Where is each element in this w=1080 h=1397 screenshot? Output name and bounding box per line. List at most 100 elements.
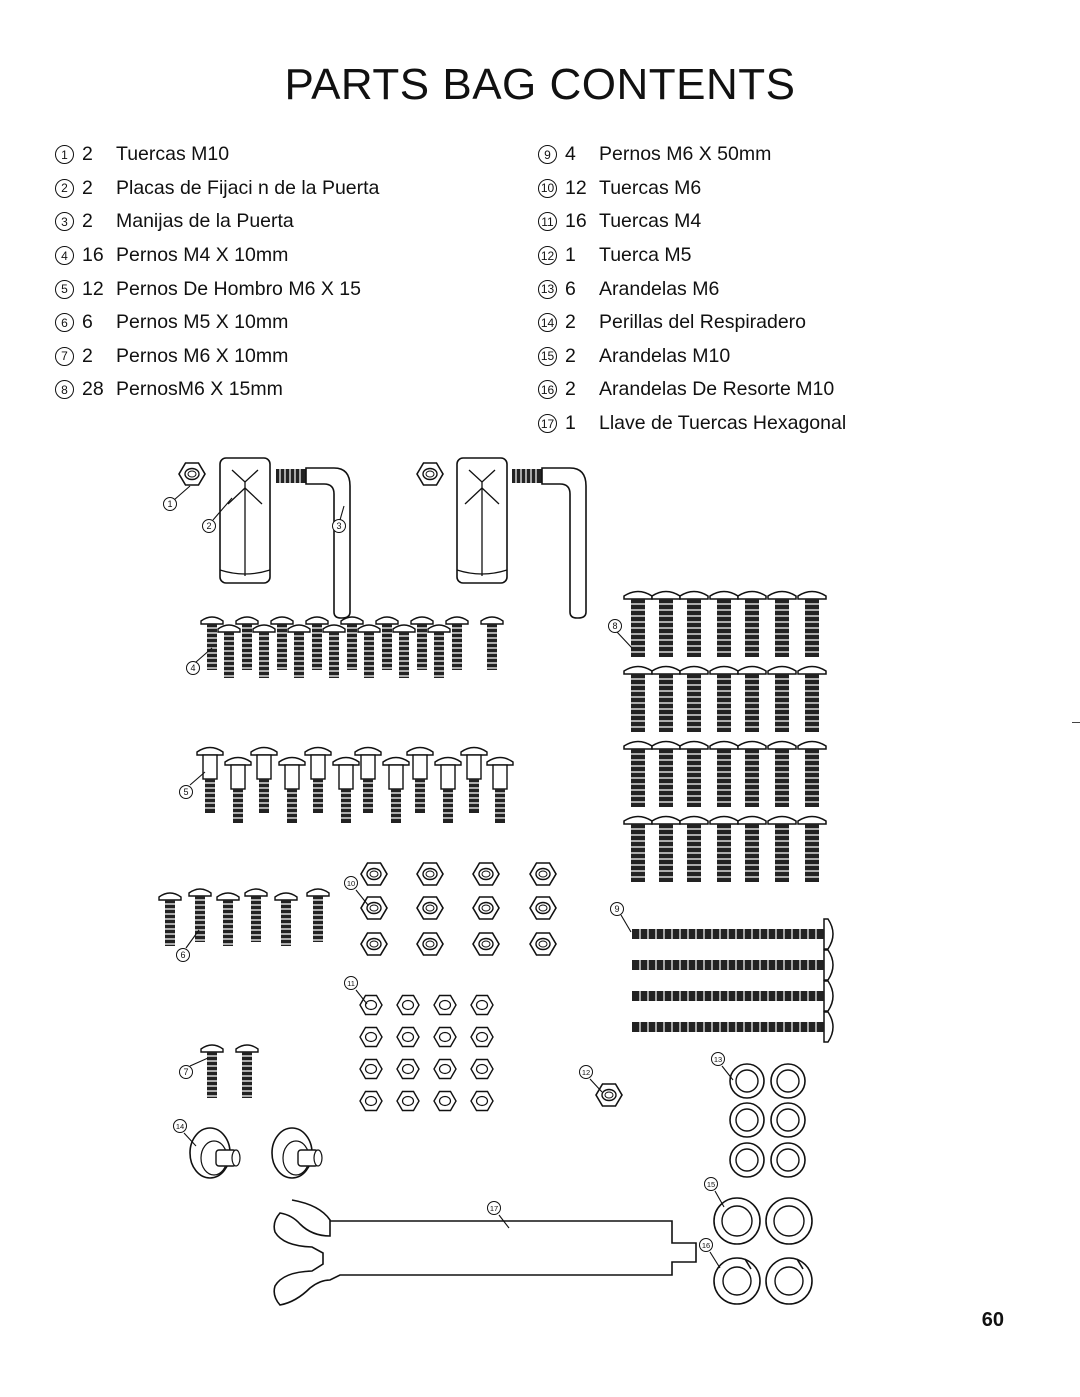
item-number-badge: 2 [55, 178, 74, 198]
callout-label: 8 [612, 621, 617, 631]
item-quantity: 2 [565, 344, 576, 367]
item-quantity: 2 [82, 210, 93, 233]
list-item: 13 6 Arandelas M6 [538, 272, 846, 306]
item-quantity: 2 [565, 378, 576, 401]
callout-label: 6 [180, 950, 185, 960]
item-number-badge: 8 [55, 380, 74, 400]
item-quantity: 2 [82, 143, 93, 166]
callout-11: 11 [344, 976, 358, 990]
list-item: 16 2 Arandelas De Resorte M10 [538, 373, 846, 407]
callout-label: 9 [614, 904, 619, 914]
item-name: PernosM6 X 15mm [116, 378, 283, 401]
callout-14: 14 [173, 1119, 187, 1133]
callout-label: 1 [167, 499, 172, 509]
item-quantity: 1 [565, 244, 576, 267]
callout-label: 4 [190, 663, 195, 673]
item-quantity: 4 [565, 143, 576, 166]
item-number-badge: 1 [55, 145, 74, 165]
edge-mark [1072, 722, 1080, 723]
item-name: Tuercas M4 [599, 210, 702, 233]
callout-label: 5 [183, 787, 188, 797]
callout-label: 2 [206, 521, 211, 531]
callout-label: 14 [176, 1122, 184, 1131]
item-number-badge: 10 [538, 178, 557, 198]
list-item: 17 1 Llave de Tuercas Hexagonal [538, 407, 846, 441]
item-number-badge: 12 [538, 246, 557, 266]
callout-7: 7 [179, 1065, 193, 1079]
list-item: 10 12 Tuercas M6 [538, 172, 846, 206]
item-number-badge: 9 [538, 145, 557, 165]
bolt-group-6 [158, 888, 330, 947]
item-number-badge: 7 [55, 346, 74, 366]
callout-6: 6 [176, 948, 190, 962]
callout-label: 11 [347, 979, 355, 988]
nut-group-10 [360, 862, 557, 956]
item-quantity: 6 [82, 311, 93, 334]
callout-1: 1 [163, 497, 177, 511]
callout-label: 12 [582, 1068, 590, 1077]
item-quantity: 6 [565, 277, 576, 300]
page-number: 60 [981, 1309, 1004, 1331]
item-name: Pernos De Hombro M6 X 15 [116, 277, 361, 300]
item-name: Tuercas M10 [116, 143, 230, 166]
callout-5: 5 [179, 785, 193, 799]
item-name: Pernos M4 X 10mm [116, 244, 289, 267]
bolt-group-4 [200, 616, 504, 679]
item-quantity: 2 [565, 311, 576, 334]
nut-group-11 [359, 994, 494, 1112]
item-name: Arandelas M6 [599, 277, 720, 300]
item-name: Pernos M5 X 10mm [116, 311, 289, 334]
page-title: PARTS BAG CONTENTS [284, 60, 796, 109]
item-number-badge: 11 [538, 212, 557, 232]
item-number-badge: 16 [538, 380, 557, 400]
parts-illustration: 1 2 3 4 5 6 7 8 9 10 11 12 13 14 15 16 1… [158, 457, 834, 1306]
item-quantity: 1 [565, 412, 576, 435]
callout-17: 17 [487, 1201, 501, 1215]
item-name: Perillas del Respiradero [599, 311, 807, 334]
callout-16: 16 [699, 1238, 713, 1252]
callout-9: 9 [610, 902, 624, 916]
item-quantity: 16 [82, 244, 104, 267]
callout-label: 3 [336, 521, 341, 531]
item-name: Tuercas M6 [599, 176, 702, 199]
callout-label: 17 [490, 1204, 498, 1213]
callout-label: 13 [714, 1055, 722, 1064]
item-quantity: 12 [565, 176, 587, 199]
item-number-badge: 3 [55, 212, 74, 232]
item-name: Tuerca M5 [599, 244, 692, 267]
callout-2: 2 [202, 519, 216, 533]
item-name: Pernos M6 X 10mm [116, 344, 289, 367]
callout-3: 3 [332, 519, 346, 533]
item-name: Placas de Fijaci n de la Puerta [116, 176, 380, 199]
item-name: Pernos M6 X 50mm [599, 143, 772, 166]
callout-label: 16 [702, 1241, 710, 1250]
callout-label: 7 [183, 1067, 188, 1077]
item-number-badge: 6 [55, 313, 74, 333]
item-name: Llave de Tuercas Hexagonal [599, 412, 847, 435]
item-quantity: 2 [82, 344, 93, 367]
item-number-badge: 5 [55, 279, 74, 299]
item-name: Manijas de la Puerta [116, 210, 294, 233]
callout-10: 10 [344, 876, 358, 890]
item-number-badge: 4 [55, 246, 74, 266]
item-name: Arandelas De Resorte M10 [599, 378, 835, 401]
callout-13: 13 [711, 1052, 725, 1066]
item-number-badge: 13 [538, 279, 557, 299]
item-number-badge: 17 [538, 414, 557, 434]
callout-4: 4 [186, 661, 200, 675]
list-item: 4 16 Pernos M4 X 10mm [55, 239, 379, 273]
callout-label: 15 [707, 1180, 715, 1189]
item-quantity: 2 [82, 176, 93, 199]
callout-8: 8 [608, 619, 622, 633]
item-name: Arandelas M10 [599, 344, 731, 367]
